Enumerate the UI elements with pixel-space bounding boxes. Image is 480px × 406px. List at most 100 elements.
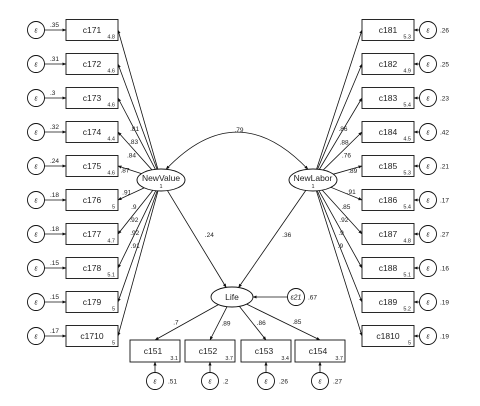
error-symbol: ε [426, 28, 430, 35]
indicator-name: c186 [379, 195, 398, 205]
error-symbol: ε [153, 379, 157, 386]
error-circle [419, 191, 437, 209]
loading-arrow [316, 29, 363, 170]
loading-arrow [322, 131, 363, 171]
loading-arrow [333, 165, 363, 175]
error-symbol: ε [426, 266, 430, 273]
error-circle [419, 89, 437, 107]
loading-arrow [317, 63, 363, 170]
latent-name-newlabor: NewLabor [294, 173, 333, 183]
indicator-name: c183 [379, 93, 398, 103]
loading-arrow [239, 306, 267, 341]
indicator-intercept: 5.3 [403, 35, 411, 41]
error-symbol: ε [34, 130, 38, 137]
error-circle [27, 293, 45, 311]
loading-arrow [318, 97, 363, 170]
indicator-box-c183 [361, 87, 415, 109]
loading-label: .92 [339, 217, 348, 224]
disturbance-symbol: ε21 [291, 295, 302, 302]
loading-label: .89 [222, 320, 231, 327]
disturbance-circle [287, 288, 305, 306]
loading-arrow [318, 190, 363, 269]
loading-arrow [316, 190, 363, 337]
error-circle [419, 157, 437, 175]
latent-variance-newvalue: 1 [159, 184, 162, 190]
indicator-intercept: 5 [112, 205, 115, 211]
error-symbol: ε [34, 300, 38, 307]
indicator-box-c151 [129, 339, 181, 363]
indicator-name: c185 [379, 161, 398, 171]
error-symbol: ε [34, 96, 38, 103]
indicator-name: c184 [379, 127, 398, 137]
error-variance: .51 [168, 379, 177, 386]
indicator-name: c153 [255, 346, 274, 356]
indicator-name: c177 [83, 229, 102, 239]
loading-label: .89 [348, 168, 357, 175]
loading-arrow [117, 165, 142, 175]
loading-arrow [117, 190, 159, 337]
error-circle [27, 123, 45, 141]
indicator-box-c179 [65, 291, 119, 313]
latent-ellipse-newvalue [136, 168, 186, 192]
indicator-name: c187 [379, 229, 398, 239]
indicator-box-c185 [361, 155, 415, 177]
error-variance: .27 [440, 232, 449, 239]
indicator-box-c186 [361, 189, 415, 211]
error-variance: .24 [50, 158, 59, 165]
indicator-box-c154 [294, 339, 346, 363]
error-circle [419, 21, 437, 39]
error-symbol: ε [426, 232, 430, 239]
error-symbol: ε [426, 96, 430, 103]
indicator-box-c1810 [361, 325, 415, 347]
error-variance: .17 [50, 328, 59, 335]
error-variance: .25 [440, 62, 449, 69]
loading-label: .85 [292, 319, 301, 326]
structural-coefficient: .24 [205, 232, 214, 239]
loading-label: .87 [120, 168, 129, 175]
path-lines [44, 28, 420, 373]
error-circle [419, 327, 437, 345]
loading-arrow [117, 190, 158, 303]
error-variance: .2 [223, 379, 229, 386]
indicator-box-c175 [65, 155, 119, 177]
error-variance: .16 [440, 266, 449, 273]
indicator-box-c172 [65, 53, 119, 75]
error-symbol: ε [426, 334, 430, 341]
error-variance: .27 [333, 379, 342, 386]
indicator-box-c176 [65, 189, 119, 211]
error-variance: .18 [50, 192, 59, 199]
error-symbol: ε [34, 232, 38, 239]
loading-label: .9 [131, 204, 137, 211]
loading-label: .76 [342, 153, 351, 160]
indicator-intercept: 5 [408, 341, 411, 347]
indicator-box-c189 [361, 291, 415, 313]
error-variance: .15 [50, 294, 59, 301]
error-symbol: ε [426, 198, 430, 205]
indicator-intercept: 5.1 [403, 273, 411, 279]
structural-arrow-newlabor [238, 190, 307, 288]
indicator-intercept: 3.7 [225, 356, 233, 362]
indicator-intercept: 5 [112, 307, 115, 313]
indicator-box-c187 [361, 223, 415, 245]
indicator-name: c179 [83, 297, 102, 307]
indicator-box-c1710 [65, 325, 119, 347]
loading-label: .9 [338, 230, 344, 237]
indicator-name: c1710 [80, 331, 103, 341]
loading-label: .88 [340, 139, 349, 146]
latent-ellipse-newlabor [288, 168, 338, 192]
indicator-intercept: 4.8 [107, 35, 115, 41]
error-circle [419, 259, 437, 277]
error-variance: .17 [440, 198, 449, 205]
loading-label: .86 [257, 320, 266, 327]
error-variance: .26 [440, 28, 449, 35]
error-variance: .19 [440, 334, 449, 341]
indicator-box-c177 [65, 223, 119, 245]
loading-label: .83 [129, 139, 138, 146]
indicator-name: c173 [83, 93, 102, 103]
loading-arrow [246, 303, 321, 341]
error-circle [27, 225, 45, 243]
indicator-box-c171 [65, 19, 119, 41]
error-variance: .23 [440, 96, 449, 103]
error-symbol: ε [34, 164, 38, 171]
